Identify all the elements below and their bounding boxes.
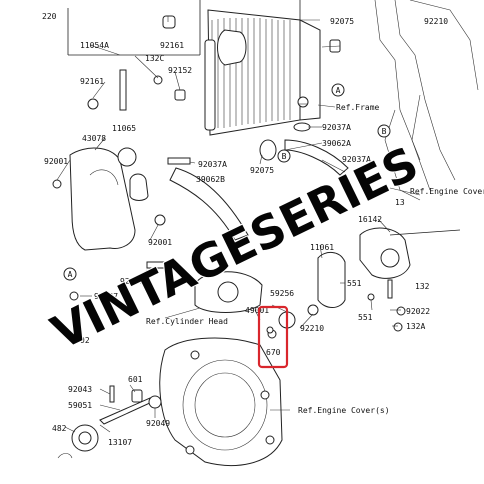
label-43078: 43078 (82, 134, 106, 143)
label-551-b: 551 (358, 313, 373, 322)
label-92001-left: 92001 (44, 157, 68, 166)
ref-cylinder-head: Ref.Cylinder Head (146, 317, 228, 326)
label-92049: 92049 (146, 419, 170, 428)
ref-frame: Ref.Frame (336, 103, 380, 112)
callout-markers: A B B A (63, 83, 391, 281)
label-220: 220 (42, 12, 57, 21)
label-11054a: 11054A (80, 41, 109, 50)
callout-b-right: B (382, 127, 387, 136)
label-92075-mid: 92075 (250, 166, 274, 175)
label-59256: 59256 (270, 289, 294, 298)
label-13107: 13107 (108, 438, 132, 447)
label-92161-top: 92161 (160, 41, 184, 50)
label-92022: 92022 (406, 307, 430, 316)
label-92001-mid: 92001 (148, 238, 172, 247)
part-labels: 220 92075 92210 11054A 92161 132C 92152 … (42, 12, 448, 447)
label-92037-left: 92037 (94, 292, 118, 301)
label-11061: 11061 (310, 243, 334, 252)
label-16142: 16142 (358, 215, 382, 224)
label-482: 482 (52, 424, 67, 433)
shroud-43078 (52, 147, 166, 251)
cylinder-head (69, 261, 263, 313)
frame-lines (67, 0, 479, 201)
label-49001: 49001 (245, 306, 269, 315)
label-92161-left: 92161 (80, 77, 104, 86)
label-132c: 132C (145, 54, 164, 63)
ref-engine-cover-top: Ref.Engine Cover(s) (410, 187, 484, 196)
shaft-gear (57, 385, 162, 459)
cap-11065 (117, 147, 149, 201)
radiator (204, 9, 321, 136)
callout-a-top: A (336, 86, 341, 95)
callout-a-left: A (68, 270, 73, 279)
callout-b-mid: B (282, 152, 287, 161)
leader-lines (56, 16, 421, 433)
label-92210-mid: 92210 (300, 324, 324, 333)
label-92037a-right: 92037A (322, 123, 351, 132)
label-92-left: 92 (80, 336, 90, 345)
label-92037a-right2: 92037A (342, 155, 371, 164)
label-39062b: 39062B (196, 175, 225, 184)
label-601: 601 (128, 375, 143, 384)
ref-engine-cover-bottom: Ref.Engine Cover(s) (298, 406, 390, 415)
label-551-a: 551 (347, 279, 362, 288)
label-670: 670 (266, 348, 281, 357)
hoses (167, 139, 349, 241)
label-11065: 11065 (112, 124, 136, 133)
label-13-right: 13 (395, 198, 405, 207)
label-92152: 92152 (168, 66, 192, 75)
label-92075-top: 92075 (330, 17, 354, 26)
label-132: 132 (415, 282, 430, 291)
label-92210-top: 92210 (424, 17, 448, 26)
label-92037-mid: 92037 (120, 277, 144, 286)
label-92043: 92043 (68, 385, 92, 394)
label-132a: 132A (406, 322, 425, 331)
engine-cover (159, 337, 283, 467)
label-92037a-mid: 92037A (198, 160, 227, 169)
water-pump (317, 227, 461, 332)
highlight-670: 670 (257, 305, 289, 369)
label-59051: 59051 (68, 401, 92, 410)
reference-labels: Ref.Frame Ref.Engine Cover(s) Ref.Cylind… (146, 103, 484, 415)
label-39062a: 39062A (322, 139, 351, 148)
